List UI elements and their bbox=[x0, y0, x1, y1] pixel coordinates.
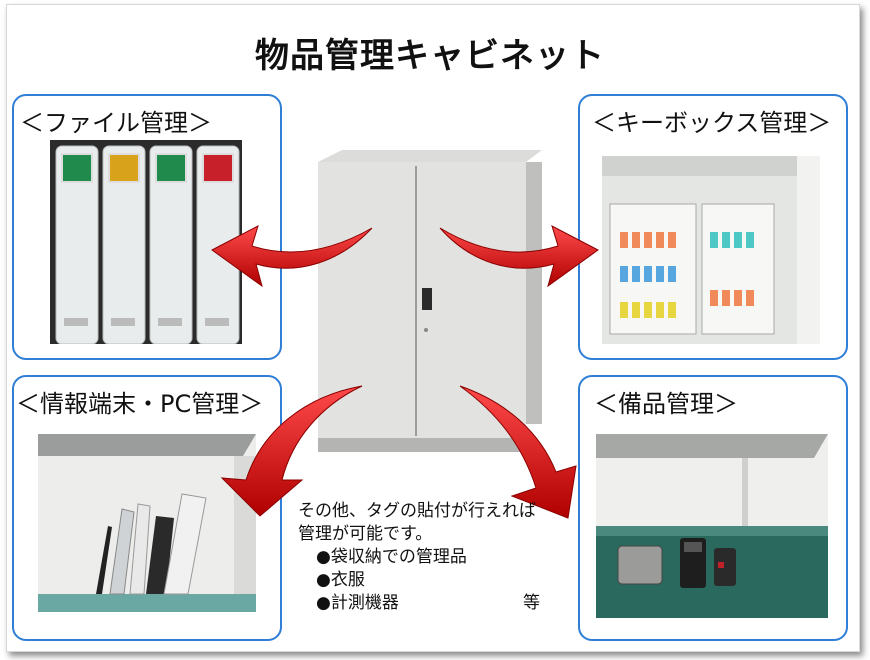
keybox-photo bbox=[602, 156, 820, 344]
devices-photo bbox=[38, 434, 256, 612]
note-etc: 等 bbox=[523, 593, 540, 613]
note-bullet-measuring-instruments: ●計測機器 等 bbox=[298, 592, 540, 615]
note-line-1: その他、タグの貼付が行えれば bbox=[298, 501, 536, 521]
note-bullet-bagged-items: ●袋収納での管理品 bbox=[316, 547, 467, 567]
note-bullet-clothing: ●衣服 bbox=[316, 570, 365, 590]
panel-label-devices: ＜情報端末・PC管理＞ bbox=[16, 390, 264, 418]
note-bullet-measuring-text: ●計測機器 bbox=[316, 593, 399, 613]
cabinet-image bbox=[310, 150, 542, 452]
additional-items-note: その他、タグの貼付が行えれば 管理が可能です。 ●袋収納での管理品 ●衣服 ●計… bbox=[298, 500, 540, 615]
note-line-2: 管理が可能です。 bbox=[298, 524, 433, 544]
panel-label-files: ＜ファイル管理＞ bbox=[20, 109, 212, 137]
panel-label-keybox: ＜キーボックス管理＞ bbox=[592, 109, 832, 137]
equipment-photo bbox=[596, 434, 828, 618]
panel-label-equipment: ＜備品管理＞ bbox=[594, 390, 738, 418]
binders-photo bbox=[50, 140, 242, 344]
page-title: 物品管理キャビネット bbox=[255, 36, 605, 76]
